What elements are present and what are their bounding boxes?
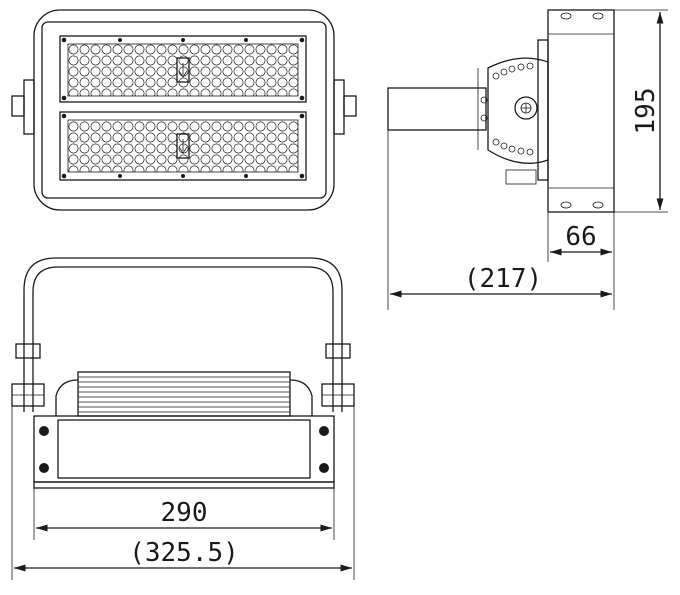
led-module-upper — [59, 35, 307, 103]
pivot-bolt — [514, 96, 538, 120]
angle-holes — [480, 62, 534, 156]
dim-depth-label: 66 — [565, 222, 596, 252]
led-module-lower — [59, 111, 307, 181]
front-view — [11, 9, 357, 211]
dim-overall-label: (325.5) — [129, 538, 239, 568]
dim-side-overall-label: (217) — [464, 264, 542, 294]
dim-height-label: 195 — [631, 88, 661, 135]
side-view: 195 66 (217) — [387, 9, 668, 310]
bottom-view: 290 (325.5) — [11, 257, 355, 580]
mounting-bolts — [39, 426, 329, 473]
dim-width-label: 290 — [161, 498, 208, 528]
